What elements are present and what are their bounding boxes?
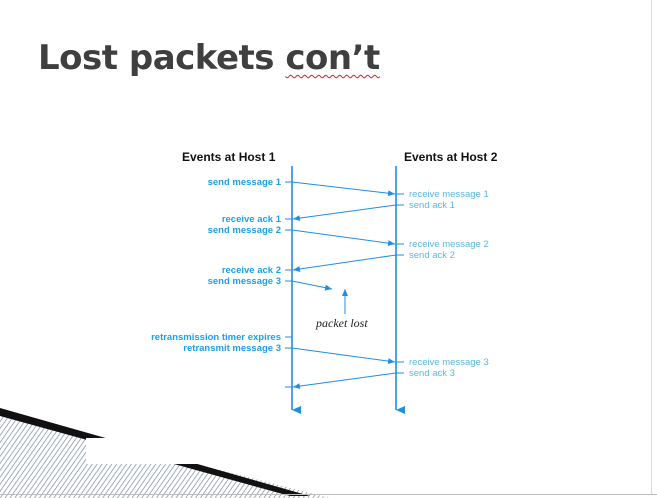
host1-event-label: retransmit message 3	[183, 343, 281, 354]
retransmit-message-3-arrow	[291, 347, 396, 365]
host1-event-label: send message 3	[208, 276, 281, 287]
host2-event-label: receive message 2	[409, 239, 489, 250]
slide-title-misspelled-word: con’t	[285, 38, 380, 78]
packet-lost-annotation: packet lost	[315, 316, 368, 330]
host2-heading: Events at Host 2	[404, 150, 498, 164]
corner-decoration	[0, 408, 330, 498]
slide-title: Lost packets con’t	[38, 38, 380, 78]
ack-1-arrow	[292, 204, 397, 222]
host2-event-label: receive message 3	[409, 357, 489, 368]
message-1-arrow	[291, 181, 396, 197]
host1-event-label: receive ack 1	[222, 214, 282, 225]
host1-heading: Events at Host 1	[182, 150, 276, 164]
host2-event-label: send ack 1	[409, 200, 455, 211]
ack-3-arrow	[292, 372, 397, 390]
message-2-arrow	[291, 229, 396, 247]
right-rule	[651, 0, 652, 494]
ack-2-arrow	[292, 254, 397, 272]
host2-event-label: send ack 3	[409, 368, 455, 379]
message-3-lost-arrow	[291, 280, 333, 291]
host2-event-label: receive message 1	[409, 189, 489, 200]
slide-title-text: Lost packets	[38, 38, 275, 78]
host1-event-label: send message 2	[208, 225, 281, 236]
host1-event-label: retransmission timer expires	[151, 332, 281, 343]
host1-event-label: receive ack 2	[222, 265, 281, 276]
host2-event-label: send ack 2	[409, 250, 455, 261]
host1-event-label: send message 1	[208, 177, 282, 188]
corner-white-patch	[86, 438, 206, 464]
bottom-rule	[0, 494, 657, 495]
